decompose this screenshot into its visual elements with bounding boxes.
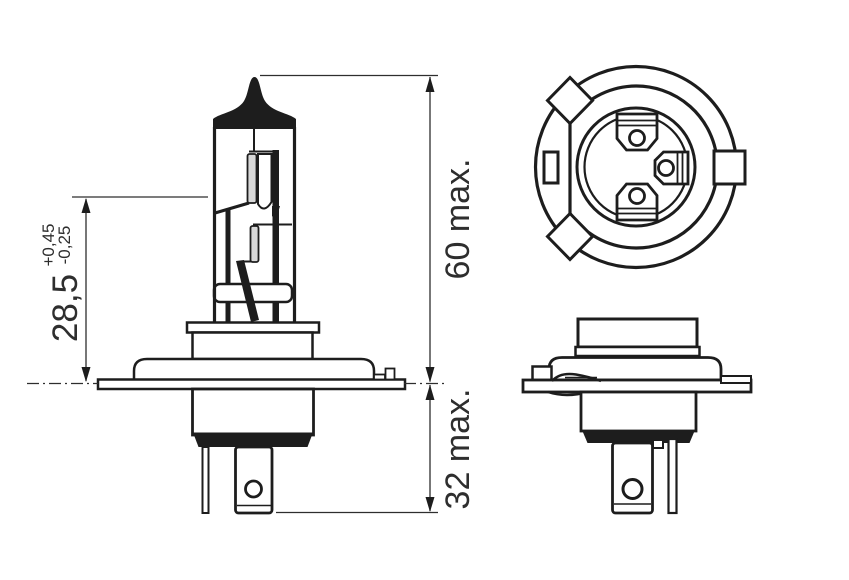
connector-body [579, 390, 698, 433]
dimension-lines [72, 74, 438, 514]
terminal-nub [652, 439, 664, 449]
contact-bottom [615, 182, 659, 222]
contact-rivet [657, 159, 675, 177]
right-support-rod [272, 150, 279, 322]
index-slot [542, 150, 560, 185]
bulb-side-view [27, 77, 447, 515]
bulb-black-tip [213, 77, 296, 129]
plate-step [373, 373, 386, 381]
dimension-annotations: 28,5 +0,45 -0,25 60 max. 32 max. [39, 74, 477, 514]
contact-right [653, 150, 690, 186]
dimension-label-32-max: 32 max. [439, 389, 477, 510]
connector-dark-band [582, 430, 695, 443]
low-beam-filament [246, 153, 258, 204]
dimension-tolerance-plus: +0,45 [39, 223, 58, 266]
left-tab [531, 365, 553, 382]
shield-tip [272, 206, 280, 221]
filament-shield [257, 153, 273, 210]
lug-tab-upper-left [545, 75, 595, 126]
diagonal-lead-wire [236, 260, 259, 322]
connector-body [191, 387, 315, 437]
dimension-label-28-5: 28,5 [46, 274, 85, 342]
base-plate [96, 378, 407, 391]
right-tab-edge [720, 375, 752, 384]
dimension-tolerance-minus: -0,25 [55, 226, 74, 265]
dimension-label-60-max: 60 max. [439, 159, 477, 280]
base-side-view [521, 317, 753, 515]
inner-circle-outer [575, 106, 697, 228]
base-top-view [533, 64, 747, 270]
plate-tab [384, 367, 396, 381]
contact-rivet [628, 129, 646, 147]
collar-ring [185, 321, 321, 334]
contact-rivet [628, 187, 646, 205]
left-support-rod [225, 210, 231, 322]
lug-tab-right [712, 149, 747, 186]
base-cylinder [576, 317, 699, 349]
terminal-pin [201, 446, 210, 514]
terminal-pin [667, 437, 678, 515]
blade-hole [621, 478, 644, 500]
base-plate [521, 378, 753, 394]
blade-hole [244, 479, 263, 499]
dimension-arrowheads [81, 76, 435, 512]
base-flange [132, 357, 376, 382]
base-flange [547, 356, 723, 382]
lug-tab-lower-left [545, 211, 595, 262]
connector-dark-band [193, 432, 313, 447]
contact-top [615, 112, 659, 152]
base-cylinder [191, 331, 314, 361]
high-beam-filament [249, 225, 260, 263]
collar-ring [574, 345, 701, 358]
